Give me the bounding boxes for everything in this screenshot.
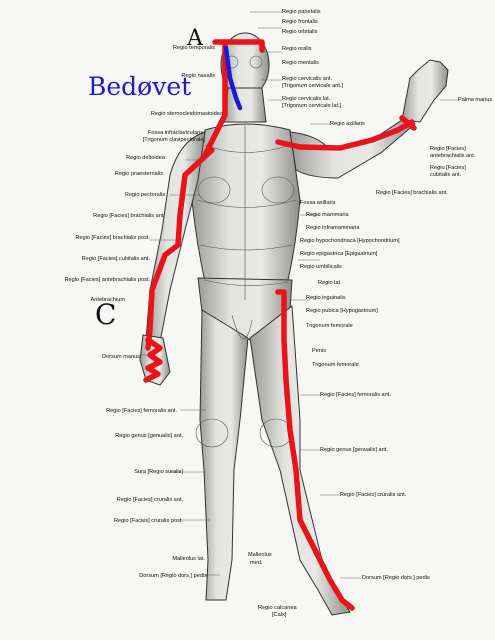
label-antebrachialis-post: Regio [Facies] antebrachialis post.: [64, 277, 150, 283]
left-leg: [200, 310, 248, 600]
label-genus-ant-left: Regio genus [genualis] ant.: [115, 433, 183, 439]
label-malleolus-med: med.: [250, 560, 262, 566]
label-regio-frontalis: Regio frontalis: [282, 19, 318, 25]
label-regio-cervicalis-ant: Regio cervicalis ant.: [282, 76, 332, 82]
label-regio-sternocleidomastoidea: Regio sternocleidomastoidea: [151, 111, 223, 117]
label-regio-nasalis: Regio nasalis: [181, 73, 215, 79]
label-brachialis-ant-right: Regio [Facies] brachialis ant.: [376, 190, 448, 196]
label-regio-deltoidea: Regio deltoidea: [126, 155, 165, 161]
label-trigonum-cervicale-lat: [Trigonum cervicale lat.]: [282, 103, 341, 109]
label-cubitalis-ant: cubitalis ant.: [430, 172, 461, 178]
label-brachialis-ant-left: Regio [Facies] brachialis ant.: [93, 213, 165, 219]
label-sura: Sura [Regio suralis]: [134, 469, 183, 475]
label-trigonum-cervicale-ant: [Trigonum cervicale ant.]: [282, 83, 343, 89]
label-regio-inframammaria: Regio inframammaria: [306, 225, 359, 231]
label-femoralis-ant-left: Regio [Facies] femoralis ant.: [106, 408, 177, 414]
label-malleolus-lat: Malleolus lat.: [172, 556, 205, 562]
label-femoralis-ant-right: Regio [Facies] femoralis ant.: [320, 392, 391, 398]
label-cruralis-ant-right: Regio [Facies] cruralis ant.: [340, 492, 406, 498]
label-regio-mammaria: Regio mammaria: [306, 212, 349, 218]
label-genus-ant-right: Regio genus [genualis] ant.: [320, 447, 388, 453]
label-regio-inguinalis: Regio inguinalis: [306, 295, 346, 301]
label-malleolus-right: Malleolus: [248, 552, 272, 558]
label-regio-axillaris: Regio axillaris: [330, 121, 365, 127]
label-brachialis-post: Regio [Facies] brachialis post.: [75, 235, 150, 241]
label-antebrachium: Antebrachium: [90, 297, 125, 303]
label-regio-pectoralis: Regio pectoralis: [125, 192, 165, 198]
label-regio-pubica: Regio pubica [Hypogastrium]: [306, 308, 378, 314]
label-fossa-axillaris: Fossa axillaris: [300, 200, 335, 206]
label-regio-oralis: Regio oralis: [282, 46, 312, 52]
label-fossa-infraclavicularis: Fossa infraclavicularis: [148, 130, 203, 136]
label-trigonum-clavipectorale: [Trigonum clavipectorale]: [143, 137, 205, 143]
label-cruralis-post: Regio [Facies] cruralis post.: [114, 518, 183, 524]
label-regio-orbitalis: Regio orbitalis: [282, 29, 317, 35]
label-regio-mentalis: Regio mentalis: [282, 60, 319, 66]
label-palma-manus: Palma manus: [458, 97, 492, 103]
label-regio-cervicalis-lat: Regio cervicalis lat.: [282, 96, 330, 102]
right-hand: [402, 60, 448, 122]
label-regio-umbilicalis: Regio umbilicalis: [300, 264, 342, 270]
label-regio-epigastrica: Regio epigastrica [Epigastrium]: [300, 251, 377, 257]
label-dorsum-manus: Dorsum manus: [102, 354, 140, 360]
neck: [224, 88, 266, 122]
label-dorsum-pedis-right: Dorsum [Regio dors.] pedis: [362, 575, 430, 581]
label-calx: [Calx]: [272, 612, 286, 618]
label-penis: Penis: [312, 348, 326, 354]
label-cubitalis-ant-left: Regio [Facies] cubitalis ant.: [82, 256, 150, 262]
label-dorsum-pedis-left: Dorsum [Regio dors.] pedis: [139, 573, 207, 579]
label-antebrachialis-ant: antebrachialis ant.: [430, 153, 475, 159]
right-leg: [250, 306, 350, 615]
label-cruralis-ant-left: Regio [Facies] cruralis ant.: [117, 497, 183, 503]
label-regio-parietalis: Regio parietalis: [282, 9, 321, 15]
label-regio-facies-1: Regio [Facies]: [430, 146, 466, 152]
label-regio-calcanea: Regio calcanea: [258, 605, 297, 611]
annotation-bedovet: Bedøvet: [88, 72, 191, 101]
label-trigonum-femorale-2: Trigonum femorale: [312, 362, 359, 368]
label-regio-hypochondriaca: Regio hypochondriaca [Hypochondrium]: [300, 238, 400, 244]
label-regio-facies-2: Regio [Facies]: [430, 165, 466, 171]
label-trigonum-femorale-1: Trigonum femorale: [306, 323, 353, 329]
label-regio-temporalis: Regio temporalis: [173, 45, 215, 51]
label-regio-praesternalis: Regio praesternalis: [115, 171, 163, 177]
label-regio-lat: Regio lat.: [318, 280, 342, 286]
